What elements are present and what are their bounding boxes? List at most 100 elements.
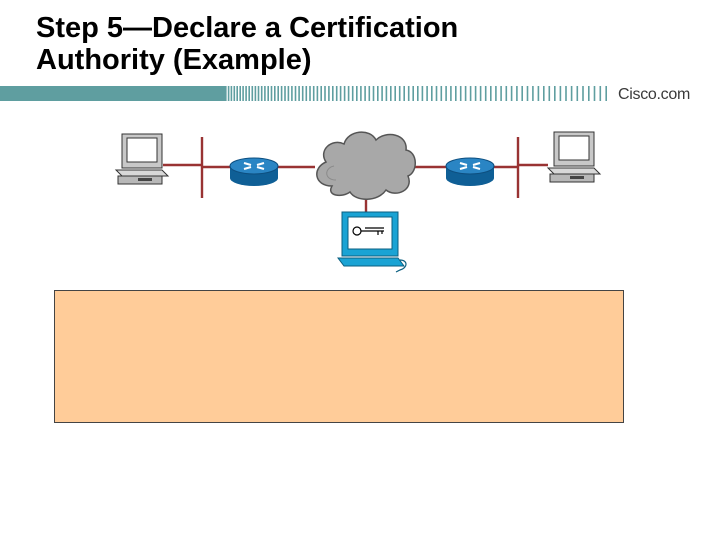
title-bar-stripe — [548, 86, 551, 101]
title-bar-stripe — [335, 86, 338, 101]
title-bar-stripe — [407, 86, 410, 101]
title-bar-stripe — [445, 86, 447, 101]
title-bar-stripe — [474, 86, 477, 101]
title-bar-stripe — [495, 86, 497, 101]
title-bar-stripe — [394, 86, 396, 101]
title-bar-stripe — [484, 86, 487, 101]
title-bar-stripe — [239, 86, 241, 101]
title-bar-stripe — [242, 86, 244, 101]
slide-title: Step 5—Declare a Certification Authority… — [36, 12, 458, 76]
title-bar-stripe — [412, 86, 414, 101]
certificate-authority-icon — [337, 211, 407, 273]
title-bar-stripe — [343, 86, 346, 101]
title-bar-stripe — [298, 86, 300, 101]
title-bar-stripe — [516, 86, 518, 101]
title-bar-stripe — [260, 86, 263, 101]
title-bar-stripe — [526, 86, 529, 101]
title-bar-stripe — [559, 86, 562, 101]
title-bar-stripe — [284, 86, 286, 101]
title-bar-stripe — [328, 86, 330, 101]
cloud-icon — [316, 131, 416, 200]
title-bar-stripe — [464, 86, 467, 101]
title-bar-stripe — [294, 86, 297, 101]
title-bar-stripe — [364, 86, 366, 101]
title-bar-stripe — [431, 86, 433, 101]
title-bar-stripe — [605, 86, 607, 101]
title-bar-stripes — [225, 86, 607, 101]
workstation-icon — [546, 131, 602, 183]
title-bar-stripe — [309, 86, 311, 101]
title-bar-stripe — [403, 86, 405, 101]
title-bar-stripe — [390, 86, 392, 101]
title-bar-stripe — [291, 86, 293, 101]
title-bar-stripe — [270, 86, 273, 101]
brand-logo: Cisco.com — [618, 86, 690, 103]
router-icon — [229, 157, 279, 186]
title-bar-stripe — [324, 86, 326, 101]
title-bar-stripe — [257, 86, 260, 101]
title-bar-stripe — [339, 86, 342, 101]
title-bar-stripe — [505, 86, 508, 101]
title-bar-stripe — [455, 86, 457, 101]
title-bar-stripe — [554, 86, 556, 101]
title-bar-stripe — [368, 86, 371, 101]
title-bar-stripe — [469, 86, 472, 101]
title-bar-stripe — [532, 86, 534, 101]
key-icon — [352, 226, 384, 236]
title-bar-stripe — [287, 86, 290, 101]
title-bar-stripe — [500, 86, 502, 101]
title-bar-stripe — [459, 86, 462, 101]
title-bar-stripe — [479, 86, 482, 101]
title-bar-stripe — [347, 86, 350, 101]
title-bar-stripe — [230, 86, 233, 101]
title-bar-stripe — [320, 86, 322, 101]
title-bar-stripe — [570, 86, 573, 101]
network-diagram — [114, 131, 602, 273]
title-bar-stripe — [356, 86, 358, 101]
title-bar-stripe — [398, 86, 401, 101]
title-bar-stripe — [510, 86, 513, 101]
title-bar-stripe — [227, 86, 230, 101]
title-bar-stripe — [233, 86, 236, 101]
title-bar-stripe — [267, 86, 269, 101]
title-bar-stripe — [312, 86, 315, 101]
title-bar-stripe — [599, 86, 602, 101]
title-bar-stripe — [332, 86, 334, 101]
title-bar-stripe — [381, 86, 383, 101]
title-bar-stripe — [248, 86, 250, 101]
title-bar-stripe — [521, 86, 523, 101]
title-bar-stripe — [588, 86, 590, 101]
workstation-icon — [114, 133, 170, 185]
title-bar-stripe — [277, 86, 279, 101]
title-bar-stripe — [565, 86, 567, 101]
title-bar-stripe — [301, 86, 304, 101]
title-bar-solid — [0, 86, 225, 101]
config-text-box — [54, 290, 624, 423]
title-bar-stripe — [490, 86, 492, 101]
title-bar-stripe — [593, 86, 596, 101]
slide-title-line-2: Authority (Example) — [36, 44, 312, 76]
title-bar-stripe — [426, 86, 428, 101]
title-bar-stripe — [236, 86, 238, 101]
title-bar — [0, 84, 720, 101]
title-bar-stripe — [385, 86, 388, 101]
title-bar-stripe — [440, 86, 443, 101]
title-bar-stripe — [316, 86, 319, 101]
slide-title-line-1: Step 5—Declare a Certification — [36, 12, 459, 44]
title-bar-stripe — [254, 86, 257, 101]
title-bar-stripe — [274, 86, 276, 101]
title-bar-stripe — [245, 86, 247, 101]
title-bar-stripe — [435, 86, 438, 101]
title-bar-stripe — [450, 86, 452, 101]
title-bar-stripe — [576, 86, 579, 101]
title-bar-stripe — [417, 86, 419, 101]
title-bar-stripe — [582, 86, 584, 101]
router-icon — [445, 157, 495, 186]
title-bar-stripe — [537, 86, 540, 101]
title-bar-stripe — [377, 86, 379, 101]
title-bar-stripe — [421, 86, 424, 101]
title-bar-stripe — [225, 86, 227, 101]
title-bar-stripe — [351, 86, 354, 101]
title-bar-stripe — [543, 86, 545, 101]
title-bar-stripe — [280, 86, 283, 101]
